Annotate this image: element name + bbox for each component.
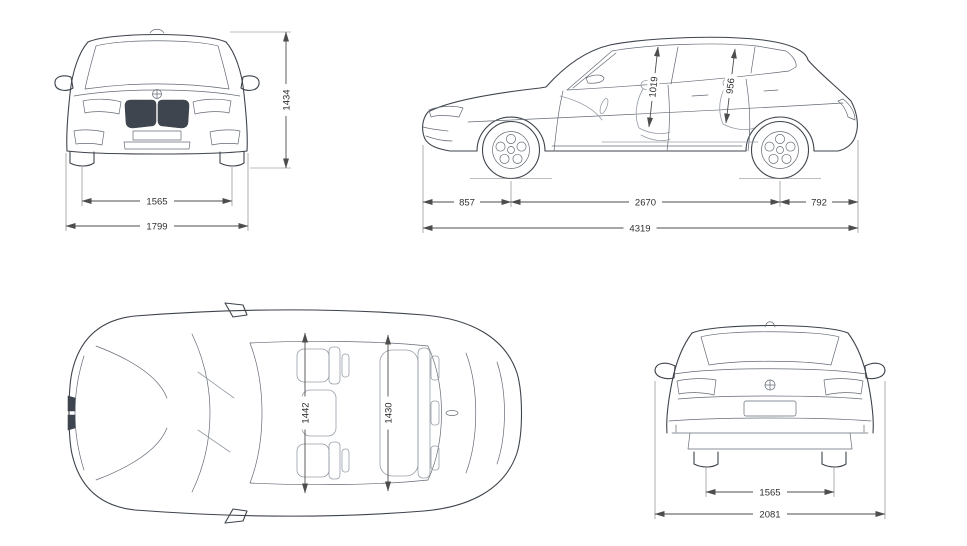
- seats-top-view: [296, 346, 440, 480]
- front-overhang-label: 857: [459, 198, 475, 209]
- steering-wheel: [599, 98, 609, 114]
- c-pillar: [750, 46, 756, 74]
- front-height-label: 1434: [282, 89, 293, 110]
- dim-overall-length: 4319: [422, 222, 859, 235]
- dim-wheelbase: 2670: [510, 196, 781, 209]
- bumper-line: [668, 417, 872, 422]
- dim-overall-width: 1799: [65, 153, 249, 233]
- rear-headroom-label: 956: [725, 78, 738, 95]
- character-line: [467, 102, 844, 123]
- rear-window-rear-arc: [465, 352, 477, 474]
- rear-right-wheel: [821, 451, 847, 468]
- dim-width-incl-mirrors: 2081: [654, 381, 886, 521]
- front-width-label: 1799: [146, 222, 167, 233]
- front-car-body: [54, 28, 260, 167]
- roof-edges: [249, 340, 429, 486]
- rear-overhang-label: 792: [811, 198, 827, 209]
- license-plate: [132, 130, 182, 141]
- top-car-body: [67, 302, 523, 524]
- taillight-left: [676, 378, 717, 396]
- rear-window-front-arc: [427, 345, 442, 481]
- front-wheel: [481, 120, 541, 180]
- dim-rear-track: 1565: [705, 467, 835, 499]
- hatch-edge: [496, 361, 505, 465]
- dim-front-headroom: 1019: [645, 46, 661, 128]
- front-view: 1434 1565 1799: [54, 28, 293, 233]
- dim-rear-headroom: 956: [722, 48, 738, 124]
- dim-rear-interior-width: 1430: [382, 334, 395, 492]
- side-view: 1019 956 857 2670 792: [422, 36, 859, 235]
- front-track-label: 1565: [146, 197, 167, 208]
- windshield-base-arc: [191, 333, 211, 493]
- front-headroom-label: 1019: [647, 76, 660, 98]
- dim-front-track: 1565: [81, 167, 233, 208]
- left-headlight: [82, 98, 122, 115]
- headlight: [428, 105, 464, 118]
- roof-front-arc: [249, 342, 263, 484]
- left-mirror: [54, 75, 74, 91]
- side-car-body: [422, 36, 858, 180]
- roof-antenna-icon: [149, 28, 165, 34]
- glasshouse: [566, 43, 797, 91]
- side-mirror: [585, 74, 605, 84]
- diffuser: [671, 432, 869, 450]
- door-handles: [691, 89, 779, 97]
- top-mirror-left: [224, 302, 248, 318]
- antenna-fin-icon: [764, 321, 776, 328]
- kidney-grille-right: [157, 99, 190, 129]
- hood-lines: [95, 345, 168, 481]
- right-air-intake: [209, 129, 241, 146]
- antenna-fin-icon: [445, 410, 459, 416]
- dim-rear-overhang: 792: [779, 196, 859, 209]
- mirror-width-label: 2081: [759, 510, 780, 521]
- left-air-intake: [73, 129, 105, 146]
- rear-left-wheel: [693, 451, 719, 468]
- kidney-grille-top-right: [67, 414, 76, 431]
- center-intake: [123, 141, 191, 150]
- rear-window: [700, 331, 840, 366]
- rear-car-body: [654, 321, 886, 468]
- dim-front-overhang: 857: [422, 196, 512, 209]
- rear-door-seam: [745, 78, 751, 152]
- kidney-grille-top-left: [67, 395, 76, 412]
- wipers: [197, 371, 235, 453]
- top-mirror-right: [224, 508, 248, 524]
- overall-length-label: 4319: [629, 224, 650, 235]
- front-left-wheel: [69, 151, 95, 167]
- license-plate: [743, 400, 797, 417]
- windshield: [84, 40, 230, 90]
- b-pillar: [670, 46, 679, 85]
- dim-height: 1434: [230, 31, 293, 169]
- tailgate-line: [677, 395, 863, 400]
- a-pillar: [572, 52, 617, 89]
- shoulder-line: [673, 368, 867, 375]
- taillight-right: [823, 378, 864, 396]
- kidney-grille-left: [124, 99, 157, 129]
- rear-interior-width-label: 1430: [384, 402, 395, 423]
- right-headlight: [192, 98, 232, 115]
- top-view: 1442 1430: [67, 302, 523, 524]
- reflectors: [675, 424, 865, 433]
- rear-wheel: [750, 120, 810, 180]
- right-mirror: [240, 75, 260, 91]
- rear-mirror-right: [864, 362, 886, 380]
- dim-front-interior-width: 1442: [299, 332, 312, 494]
- rear-view: 1565 2081: [654, 321, 886, 521]
- wheelbase-label: 2670: [635, 198, 656, 209]
- front-right-wheel: [219, 151, 245, 167]
- front-interior-width-label: 1442: [301, 402, 312, 423]
- front-door-seam: [666, 84, 670, 152]
- rear-track-label: 1565: [759, 488, 780, 499]
- taillight: [837, 98, 856, 121]
- rear-mirror-left: [654, 362, 676, 380]
